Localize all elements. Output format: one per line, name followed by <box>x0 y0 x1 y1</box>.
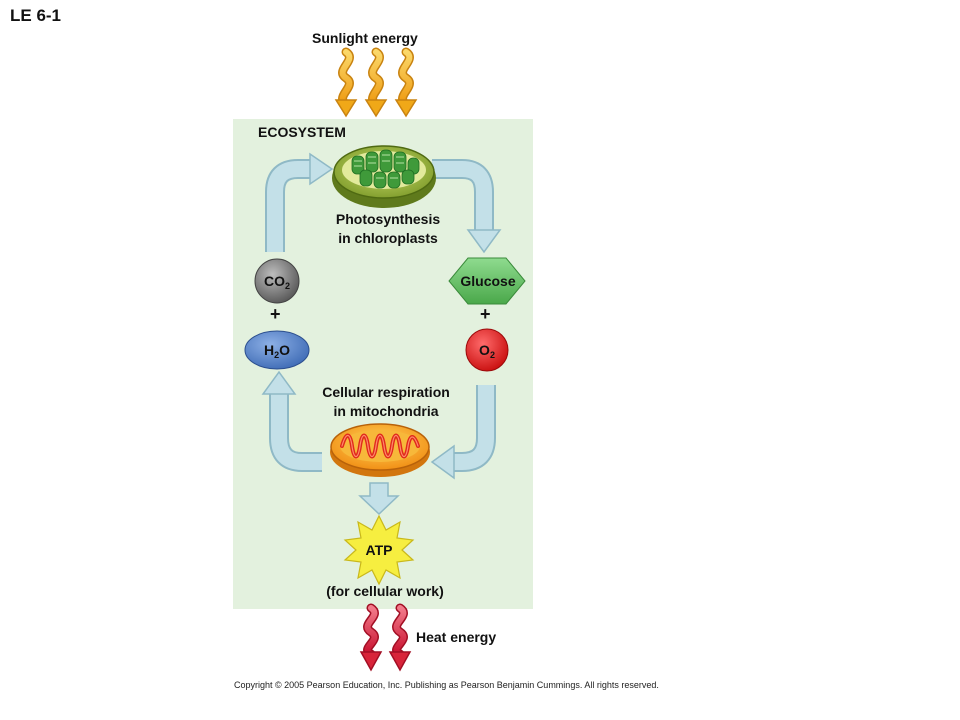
respiration-line2: in mitochondria <box>333 403 439 419</box>
heat-energy-label: Heat energy <box>416 629 497 645</box>
co2-molecule: CO2 <box>254 258 300 304</box>
photosynthesis-label: Photosynthesis in chloroplasts <box>300 210 476 248</box>
plus-left: + <box>270 304 281 324</box>
o2-subscript: 2 <box>490 350 495 360</box>
o2-label: O <box>479 342 490 358</box>
o2-molecule: O2 <box>465 328 509 372</box>
slide-title: LE 6-1 <box>10 6 62 25</box>
chloroplast-icon <box>332 145 436 208</box>
atp-subtitle: (for cellular work) <box>326 583 444 599</box>
co2-subscript: 2 <box>285 281 290 291</box>
photosynthesis-line2: in chloroplasts <box>338 230 438 246</box>
svg-text:CO2: CO2 <box>264 273 290 291</box>
glucose-label: Glucose <box>460 273 515 289</box>
respiration-line1: Cellular respiration <box>322 384 450 400</box>
h2o-label-o: O <box>279 342 290 358</box>
svg-text:O2: O2 <box>479 342 495 360</box>
sunlight-wave-icon <box>334 47 418 118</box>
photosynthesis-line1: Photosynthesis <box>335 211 441 227</box>
atp-label: ATP <box>366 542 393 558</box>
glucose-molecule: Glucose <box>448 257 526 305</box>
h2o-subscript: 2 <box>274 350 279 360</box>
svg-text:H2O: H2O <box>264 342 290 360</box>
co2-label: CO <box>264 273 285 289</box>
h2o-molecule: H2O <box>244 330 310 370</box>
copyright-notice: Copyright © 2005 Pearson Education, Inc.… <box>234 680 659 690</box>
ecosystem-label: ECOSYSTEM <box>258 124 346 140</box>
mitochondrion-icon <box>330 423 430 477</box>
respiration-label: Cellular respiration in mitochondria <box>296 383 476 421</box>
cycle-arrows <box>261 152 502 516</box>
atp-starburst-icon: ATP <box>343 514 415 586</box>
plus-right: + <box>480 304 491 324</box>
arrow-mitochondrion-to-atp <box>358 482 400 516</box>
heat-wave-icon <box>359 603 412 672</box>
h2o-label-h: H <box>264 342 274 358</box>
sunlight-energy-label: Sunlight energy <box>312 30 418 46</box>
